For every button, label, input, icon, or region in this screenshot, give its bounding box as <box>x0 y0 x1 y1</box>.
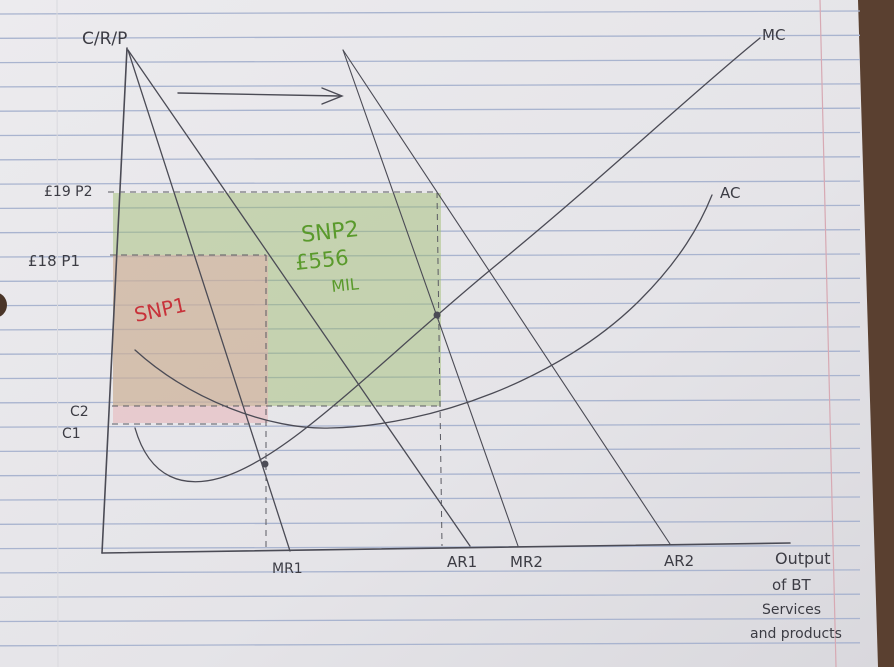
ruled-line <box>0 34 861 39</box>
ar2-line <box>342 49 671 545</box>
mc-mr1-intersection <box>261 460 269 468</box>
ruled-line <box>0 569 861 574</box>
ruled-line <box>0 156 861 161</box>
ruled-line <box>0 447 861 453</box>
x-axis-label-line4: and products <box>750 626 842 642</box>
p1-label: £18 P1 <box>28 252 80 270</box>
c1-label: C1 <box>62 426 81 442</box>
q2-dashed-line <box>436 191 443 547</box>
ruled-line <box>0 350 861 355</box>
ruled-line <box>0 253 861 258</box>
x-axis <box>101 542 791 554</box>
ruled-line <box>0 617 861 623</box>
ruled-line <box>0 496 861 501</box>
mr2-label: MR2 <box>510 553 543 571</box>
ruled-line <box>0 58 861 64</box>
ruled-line <box>0 131 861 137</box>
ruled-line <box>0 399 861 404</box>
mr1-label: MR1 <box>272 561 303 577</box>
shift-arrow <box>177 92 341 97</box>
ruled-line <box>0 301 861 307</box>
mc-curve <box>134 37 761 483</box>
shift-arrow-head <box>321 87 344 105</box>
ac-curve <box>134 194 713 429</box>
ruled-line <box>0 544 861 550</box>
ar1-label: AR1 <box>447 553 477 571</box>
snp2-value: £556 <box>294 246 350 275</box>
snp2-area <box>113 193 441 406</box>
mc-mr2-intersection <box>433 311 441 319</box>
ruled-line <box>0 229 861 234</box>
p2-label: £19 P2 <box>44 184 93 200</box>
binder-hole <box>0 293 7 317</box>
mc-label: MC <box>762 26 785 44</box>
ruled-line <box>0 10 861 15</box>
ar1-line <box>127 49 471 547</box>
ac-label: AC <box>720 184 740 202</box>
x-axis-label-line2: of BT <box>772 576 812 594</box>
ruled-line <box>0 472 861 477</box>
c2-label: C2 <box>70 404 89 420</box>
ruled-line <box>0 107 861 112</box>
ruled-line <box>0 423 861 428</box>
ruled-line <box>0 180 861 185</box>
x-axis-label-line1: Output <box>775 549 831 568</box>
mr1-line <box>127 49 291 552</box>
x-axis-label-line3: Services <box>762 602 821 618</box>
left-margin-line <box>56 0 59 667</box>
snp1-area <box>113 255 268 423</box>
ruled-line <box>0 83 861 88</box>
ar2-label: AR2 <box>664 552 694 570</box>
margin-line <box>819 0 837 667</box>
ruled-line <box>0 326 861 331</box>
ruled-line <box>0 277 861 282</box>
snp2-label: SNP2 <box>300 217 360 248</box>
ruled-line <box>0 374 861 380</box>
y-axis <box>101 47 128 554</box>
ruled-line <box>0 204 861 210</box>
ruled-lines <box>0 10 861 647</box>
ruled-line <box>0 642 861 647</box>
ruled-line <box>0 520 861 525</box>
y-axis-label: C/R/P <box>82 29 127 49</box>
mr2-line <box>342 49 519 547</box>
ruled-line <box>0 593 861 598</box>
snp2-unit: MIL <box>330 274 359 296</box>
